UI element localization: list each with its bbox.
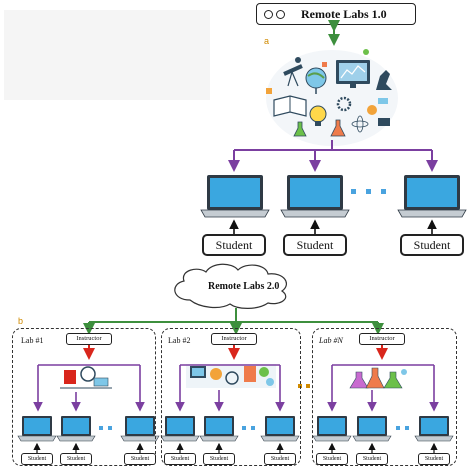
student-arrows (229, 219, 437, 234)
small-laptop-icon (17, 416, 57, 442)
cloud-icon (174, 263, 287, 309)
lab-student-box: Student (21, 453, 53, 465)
lab-frame-1 (12, 328, 156, 466)
lab-student-box: Student (356, 453, 388, 465)
small-laptop-icon (414, 416, 454, 442)
instructor-box: Instructor (359, 333, 405, 345)
lab-frame-n (312, 328, 457, 466)
laptop-icon (280, 175, 350, 218)
lab-student-box: Student (164, 453, 196, 465)
status-dot-icon (264, 10, 273, 19)
lab-frame-2 (161, 328, 301, 466)
student-box: Student (283, 234, 347, 256)
lab-student-box: Student (124, 453, 156, 465)
labN-internals (327, 345, 439, 412)
status-dot-icon (276, 10, 285, 19)
small-laptop-icon (160, 416, 200, 442)
science-equipment-cluster-icon (266, 49, 398, 146)
lab-student-box: Student (60, 453, 92, 465)
small-laptop-icon (312, 416, 352, 442)
small-laptop-icon (260, 416, 300, 442)
blank-panel (4, 10, 210, 100)
student-box: Student (202, 234, 266, 256)
lab2-internals (175, 345, 285, 412)
lab-student-box: Student (316, 453, 348, 465)
instructor-box: Instructor (211, 333, 257, 345)
small-laptop-icon (199, 416, 239, 442)
panel-label-b: b (18, 316, 24, 326)
panel-label-a: a (264, 36, 270, 46)
small-laptop-icon (56, 416, 96, 442)
student-box: Student (400, 234, 464, 256)
small-laptop-icon (120, 416, 160, 442)
laptop-icon (397, 175, 467, 218)
lab-name: Lab #N (319, 336, 343, 345)
small-laptop-icon (352, 416, 392, 442)
remote-labs-2-title: Remote Labs 2.0 (208, 281, 280, 292)
lab-name: Lab #1 (21, 336, 44, 345)
lab-name: Lab #2 (168, 336, 191, 345)
rl1-connector (228, 140, 438, 172)
lab-student-arrows (33, 442, 438, 453)
remote-labs-1-title: Remote Labs 1.0 (301, 7, 387, 21)
lab-student-box: Student (264, 453, 296, 465)
lab-ellipsis-squares (99, 426, 409, 430)
lab-student-box: Student (203, 453, 235, 465)
instructor-box: Instructor (66, 333, 112, 345)
lab-student-box: Student (418, 453, 450, 465)
ellipsis-squares (351, 189, 386, 194)
rl2-green-connector (83, 308, 384, 335)
laptop-icon (200, 175, 270, 218)
lab1-internals (33, 345, 145, 412)
